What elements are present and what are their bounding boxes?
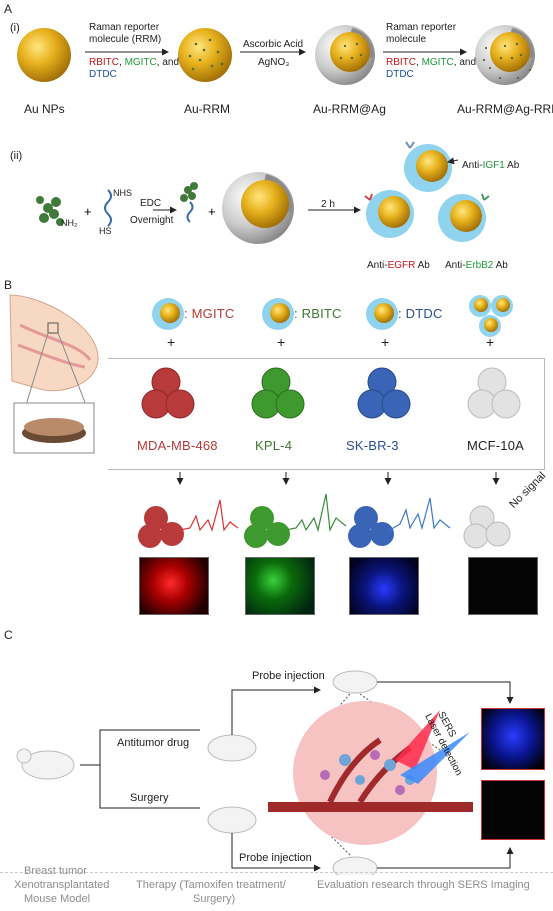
step3-line1: Raman reporter [386, 22, 457, 33]
time-label: 2 h [321, 199, 335, 210]
probe-igf1 [404, 141, 452, 192]
cell-name-skbr3: SK-BR-3 [346, 438, 399, 453]
heatmap-black [468, 557, 538, 615]
np-label-au-rrm-ag: Au-RRM@Ag [313, 102, 386, 116]
heatmap-blue [349, 557, 419, 615]
panel-a-ii-graphics: + + [36, 141, 490, 244]
cell-name-mda: MDA-MB-468 [137, 438, 218, 453]
overnight-label: Overnight [130, 215, 174, 226]
cell-name-mcf10a: MCF-10A [467, 438, 525, 453]
np-label-au-rrm-ag-rrm: Au-RRM@Ag-RRM [457, 102, 553, 116]
plus-2: + [277, 334, 286, 350]
probe-erbb2 [438, 193, 490, 242]
step1-dtdc: DTDC [89, 69, 117, 80]
anti-igf1: Anti-IGF1 Ab [462, 160, 520, 171]
spectrum-blue [389, 497, 451, 531]
step2-top: Ascorbic Acid [243, 39, 304, 50]
heatmap-green [245, 557, 315, 615]
step1-line2: molecule (RRM) [89, 34, 162, 45]
cell-panel-box [108, 358, 545, 470]
footer-model-2: Xenotransplantated [14, 879, 110, 891]
step3-line2: molecule [386, 34, 427, 45]
footer-divider-row [0, 872, 553, 873]
plus-3: + [381, 334, 390, 350]
nh2-label: NH₂ [61, 218, 78, 228]
edc-label: EDC [140, 198, 162, 209]
probe-dye-dtdc: : DTDC [398, 306, 443, 321]
linker-icon [104, 189, 112, 227]
step1-rbitc: RBITC [89, 57, 119, 68]
spectra-row [138, 472, 511, 549]
plus-4: + [486, 334, 495, 350]
step3-dyes: RBITC, MGITC, and [386, 57, 477, 68]
cell-name-kpl4: KPL-4 [255, 438, 293, 453]
sers-image-blue [481, 708, 545, 770]
sers-image-black [481, 780, 545, 840]
probe-injection-bottom: Probe injection [239, 852, 312, 864]
breast-illustration [9, 294, 99, 454]
antitumor-drug-label: Antitumor drug [117, 737, 190, 749]
nhs-label: NHS [113, 188, 133, 198]
panel-c-label: C [4, 628, 13, 642]
anti-egfr: Anti-EGFR Ab [367, 260, 430, 271]
np-label-au: Au NPs [24, 102, 65, 116]
anti-erbb2: Anti-ErbB2 Ab [445, 260, 508, 271]
probe-egfr [364, 190, 414, 238]
footer-therapy-2: Surgery) [193, 893, 236, 905]
panel-a-label: A [4, 2, 13, 16]
probe-dye-mgitc: : MGITC [184, 306, 235, 321]
panel-c-graphics [16, 670, 514, 875]
spectrum-red [179, 499, 239, 532]
footer-model-3: Mouse Model [24, 893, 91, 905]
probe-row [152, 295, 513, 337]
cell-clusters [141, 367, 521, 419]
step3-dtdc: DTDC [386, 69, 414, 80]
panel-a-i-graphics [17, 25, 535, 85]
step1-line1: Raman reporter [89, 22, 160, 33]
au-rrm-sphere [178, 28, 232, 82]
antibody-icon [36, 196, 64, 226]
panel-a-sub-ii: (ii) [10, 150, 23, 162]
step3-rbitc: RBITC [386, 57, 416, 68]
plus-1: + [167, 334, 176, 350]
footer-eval: Evaluation research through SERS Imaging [317, 879, 530, 891]
surgery-label: Surgery [130, 792, 169, 804]
probe-dye-rbitc: : RBITC [294, 306, 342, 321]
step1-dyes: RBITC, MGITC, and [89, 57, 180, 68]
au-np-sphere [17, 28, 71, 82]
panel-a-sub-i: (i) [10, 22, 20, 34]
probe-injection-top: Probe injection [252, 670, 325, 682]
np-label-au-rrm: Au-RRM [184, 102, 231, 116]
step3-mgitc: MGITC [421, 57, 454, 68]
panel-b-label: B [4, 278, 13, 292]
svg-text:+: + [84, 204, 92, 219]
footer-therapy-1: Therapy (Tamoxifen treatment/ [136, 879, 286, 891]
hs-label: HS [99, 226, 112, 236]
step2-bottom: AgNO₃ [258, 57, 290, 68]
heatmap-red [139, 557, 209, 615]
svg-text:+: + [208, 204, 216, 219]
spectrum-green [285, 493, 347, 533]
step1-mgitc: MGITC [124, 57, 157, 68]
footer-model-1: Breast tumor [24, 865, 87, 877]
